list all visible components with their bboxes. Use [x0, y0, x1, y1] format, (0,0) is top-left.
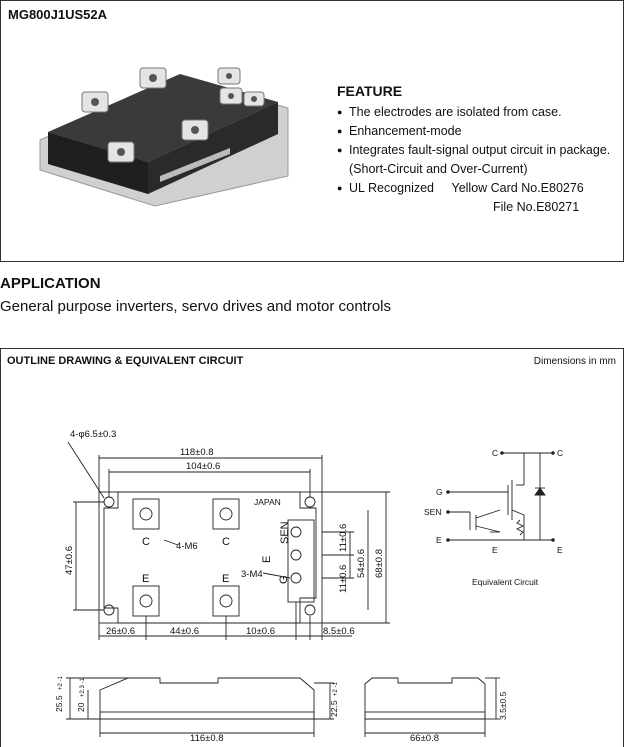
label-e-right: E	[222, 573, 229, 585]
circuit-c-right: C	[557, 448, 563, 458]
dim-bottom-1: 26±0.6	[106, 626, 135, 637]
dim-height-left: 47±0.6	[64, 546, 75, 575]
feature-section: FEATURE The electrodes are isolated from…	[337, 82, 610, 217]
label-sen: SEN	[279, 521, 291, 544]
dim-overall-width: 118±0.8	[180, 447, 214, 458]
ul-yellow-card: Yellow Card No.E80276	[451, 181, 584, 195]
dim-sen-top: 11±0.6	[338, 524, 349, 552]
circuit-sen: SEN	[424, 507, 441, 517]
label-m4: 3-M4	[241, 569, 263, 580]
dim-sen-bot: 11±0.6	[338, 565, 349, 593]
dim-end-h: 3.5±0.5	[498, 691, 508, 720]
ul-label: UL Recognized	[349, 181, 435, 195]
dimensions-note: Dimensions in mm	[533, 356, 616, 367]
dim-bottom-2: 44±0.6	[170, 626, 199, 637]
circuit-e-left: E	[436, 535, 442, 545]
dim-side-h3: 22.5	[329, 700, 339, 717]
dim-height-mid: 54±0.6	[356, 549, 367, 578]
label-m6: 4-M6	[176, 541, 198, 552]
circuit-e-mid: E	[492, 545, 498, 555]
circuit-e-right: E	[557, 545, 563, 555]
dim-hole: 4-φ6.5±0.3	[70, 429, 116, 440]
label-g: G	[278, 575, 290, 584]
dim-side-h1: 25.5	[54, 695, 64, 712]
dim-pitch-width: 104±0.6	[186, 461, 220, 472]
drawing-title: OUTLINE DRAWING & EQUIVALENT CIRCUIT	[7, 355, 244, 367]
feature-item-ul: UL Recognized Yellow Card No.E80276	[337, 179, 610, 198]
label-c-left: C	[142, 536, 150, 548]
dim-side-h2: 20	[76, 702, 86, 712]
feature-title: FEATURE	[337, 83, 403, 99]
feature-item: The electrodes are isolated from case.	[337, 103, 610, 122]
circuit-caption: Equivalent Circuit	[472, 577, 539, 587]
side-view	[66, 677, 334, 737]
dim-height-right: 68±0.8	[374, 549, 385, 578]
end-view	[364, 677, 500, 737]
circuit-g: G	[436, 487, 443, 497]
application-title: APPLICATION	[0, 275, 101, 292]
dim-side-width: 116±0.8	[190, 733, 224, 744]
dim-end-width: 66±0.8	[410, 733, 439, 744]
module-photo	[39, 67, 289, 207]
outline-drawing: 4-φ6.5±0.3 118±0.8 104±0.6 JAPAN C C E E…	[54, 429, 563, 744]
dim-bottom-4: 8.5±0.6	[323, 626, 355, 637]
application-text: General purpose inverters, servo drives …	[0, 298, 392, 315]
dim-side-h1-tol: +2 -1	[58, 675, 64, 690]
label-e-small: E	[261, 556, 273, 563]
top-view	[67, 441, 390, 640]
part-number: MG800J1US52A	[8, 7, 107, 22]
label-japan: JAPAN	[254, 497, 281, 507]
dim-bottom-3: 10±0.6	[246, 626, 275, 637]
dim-side-h3-tol: +2 -1	[333, 681, 339, 696]
feature-item-sub: (Short-Circuit and Over-Current)	[349, 162, 528, 176]
equivalent-circuit	[448, 452, 553, 541]
circuit-c-left: C	[492, 448, 498, 458]
feature-item: Integrates fault-signal output circuit i…	[337, 141, 610, 160]
label-c-right: C	[222, 536, 230, 548]
label-e-left: E	[142, 573, 149, 585]
dim-side-h2-tol: +2.3 -1	[80, 677, 86, 697]
feature-item: Enhancement-mode	[337, 122, 610, 141]
ul-file: File No.E80271	[493, 200, 580, 214]
